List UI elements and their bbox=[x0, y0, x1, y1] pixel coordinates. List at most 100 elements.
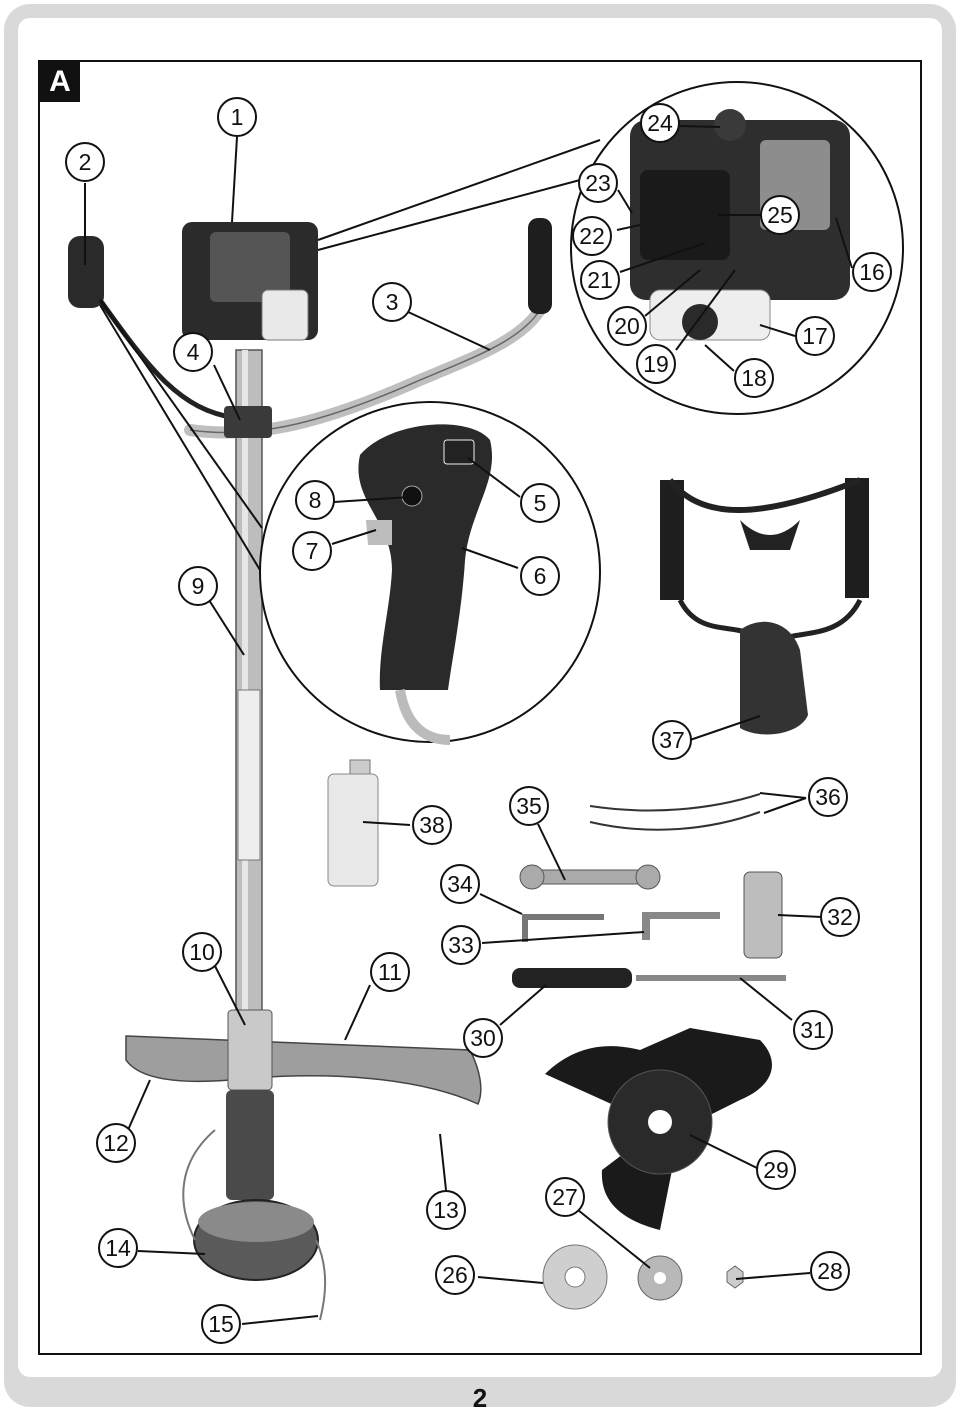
callout-18: 18 bbox=[734, 358, 774, 398]
callout-circle bbox=[372, 282, 412, 322]
callout-1: 1 bbox=[217, 97, 257, 137]
callout-7: 7 bbox=[292, 531, 332, 571]
callout-number: 25 bbox=[767, 202, 793, 228]
callout-number: 33 bbox=[448, 932, 474, 958]
callout-number: 5 bbox=[534, 490, 547, 516]
harness-drawing bbox=[660, 477, 869, 735]
callout-25: 25 bbox=[760, 195, 800, 235]
callout-38: 38 bbox=[412, 805, 452, 845]
callout-circle bbox=[435, 1255, 475, 1295]
callout-13: 13 bbox=[426, 1190, 466, 1230]
callout-number: 30 bbox=[470, 1025, 496, 1051]
callout-circle bbox=[412, 805, 452, 845]
callout-number: 10 bbox=[189, 939, 215, 965]
locking-pin-31 bbox=[636, 975, 786, 981]
callout-6: 6 bbox=[520, 556, 560, 596]
callout-circle bbox=[795, 316, 835, 356]
callout-28: 28 bbox=[810, 1251, 850, 1291]
blade-guard bbox=[125, 1035, 482, 1105]
spark-plug-wrench-32 bbox=[743, 871, 783, 959]
callout-number: 3 bbox=[386, 289, 399, 315]
callout-number: 27 bbox=[552, 1184, 578, 1210]
hex-key-33 bbox=[642, 912, 720, 919]
callout-circle bbox=[463, 1018, 503, 1058]
callout-number: 9 bbox=[192, 573, 205, 599]
callout-30: 30 bbox=[463, 1018, 503, 1058]
spanner-35 bbox=[529, 869, 651, 885]
callout-17: 17 bbox=[795, 316, 835, 356]
callout-circle bbox=[793, 1010, 833, 1050]
harness-pad bbox=[740, 621, 808, 735]
left-grip bbox=[68, 236, 104, 308]
callout-number: 19 bbox=[643, 351, 669, 377]
gearbox bbox=[226, 1090, 274, 1200]
engine-cover bbox=[210, 232, 290, 302]
section-badge: A bbox=[40, 62, 80, 102]
callout-number: 2 bbox=[79, 149, 92, 175]
callout-2: 2 bbox=[65, 142, 105, 182]
callout-circle bbox=[636, 344, 676, 384]
callout-circle bbox=[441, 925, 481, 965]
callout-number: 17 bbox=[802, 323, 828, 349]
callout-circle bbox=[295, 480, 335, 520]
callout-23: 23 bbox=[578, 163, 618, 203]
callout-number: 32 bbox=[827, 904, 853, 930]
callout-number: 29 bbox=[763, 1157, 789, 1183]
guard-bracket bbox=[227, 1009, 273, 1091]
callout-circle bbox=[520, 556, 560, 596]
callout-3: 3 bbox=[372, 282, 412, 322]
callout-number: 8 bbox=[309, 487, 322, 513]
callout-number: 16 bbox=[859, 259, 885, 285]
callout-circle bbox=[370, 952, 410, 992]
callout-circle bbox=[426, 1190, 466, 1230]
callout-circle bbox=[580, 260, 620, 300]
nut-28 bbox=[726, 1265, 744, 1289]
cables-36 bbox=[589, 793, 761, 831]
callout-14: 14 bbox=[98, 1228, 138, 1268]
callout-number: 13 bbox=[433, 1197, 459, 1223]
callout-8: 8 bbox=[295, 480, 335, 520]
callout-10: 10 bbox=[182, 932, 222, 972]
callout-circle bbox=[572, 216, 612, 256]
callout-12: 12 bbox=[96, 1123, 136, 1163]
callout-circle bbox=[760, 195, 800, 235]
callout-24: 24 bbox=[640, 103, 680, 143]
callout-19: 19 bbox=[636, 344, 676, 384]
callout-21: 21 bbox=[580, 260, 620, 300]
callout-circle bbox=[808, 777, 848, 817]
page-number: 2 bbox=[472, 1383, 488, 1413]
callout-circle bbox=[178, 566, 218, 606]
callout-circle bbox=[96, 1123, 136, 1163]
callout-number: 26 bbox=[442, 1262, 468, 1288]
callout-number: 24 bbox=[647, 110, 673, 136]
callout-number: 22 bbox=[579, 223, 605, 249]
callout-circle bbox=[820, 897, 860, 937]
handle-clamp bbox=[224, 406, 272, 438]
callout-markers: 1234567891011121314151617181920212223242… bbox=[65, 97, 892, 1344]
shaft-label-strip bbox=[237, 689, 261, 861]
callout-number: 7 bbox=[306, 538, 319, 564]
callout-27: 27 bbox=[545, 1177, 585, 1217]
callout-37: 37 bbox=[652, 720, 692, 760]
callout-circle bbox=[852, 252, 892, 292]
callout-29: 29 bbox=[756, 1150, 796, 1190]
handle-detail-inset bbox=[99, 299, 601, 745]
callout-number: 35 bbox=[516, 793, 542, 819]
callout-number: 21 bbox=[587, 267, 613, 293]
callout-circle bbox=[578, 163, 618, 203]
callout-circle bbox=[182, 932, 222, 972]
callout-20: 20 bbox=[607, 306, 647, 346]
callout-number: 14 bbox=[105, 1235, 131, 1261]
callout-number: 37 bbox=[659, 727, 685, 753]
callout-16: 16 bbox=[852, 252, 892, 292]
callout-circle bbox=[440, 864, 480, 904]
callout-circle bbox=[520, 483, 560, 523]
callout-11: 11 bbox=[370, 952, 410, 992]
callout-number: 20 bbox=[614, 313, 640, 339]
callout-circle bbox=[810, 1251, 850, 1291]
callout-9: 9 bbox=[178, 566, 218, 606]
callout-number: 38 bbox=[419, 812, 445, 838]
callout-circle bbox=[201, 1304, 241, 1344]
engine-tank bbox=[261, 289, 309, 341]
